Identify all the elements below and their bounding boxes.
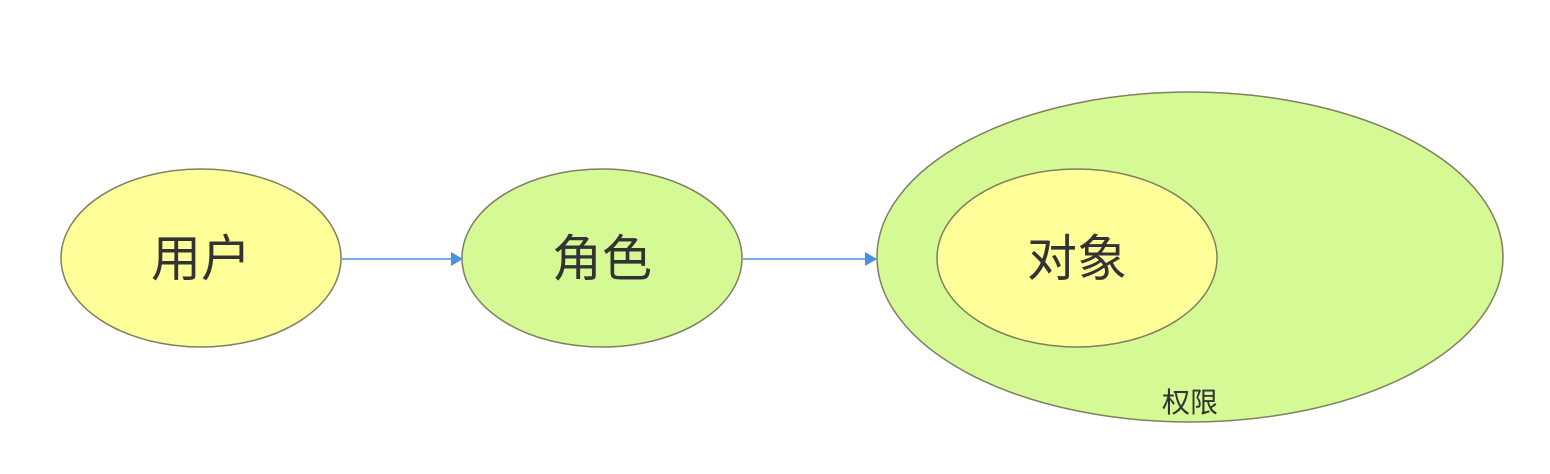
user-node <box>60 168 342 348</box>
role-node-label: 角色 <box>552 230 652 288</box>
user-node-label: 用户 <box>151 230 251 288</box>
permission-node-label: 权限 <box>1162 386 1218 419</box>
object-node-label: 对象 <box>1027 230 1127 288</box>
role-node <box>461 168 743 348</box>
object-node <box>936 168 1218 348</box>
